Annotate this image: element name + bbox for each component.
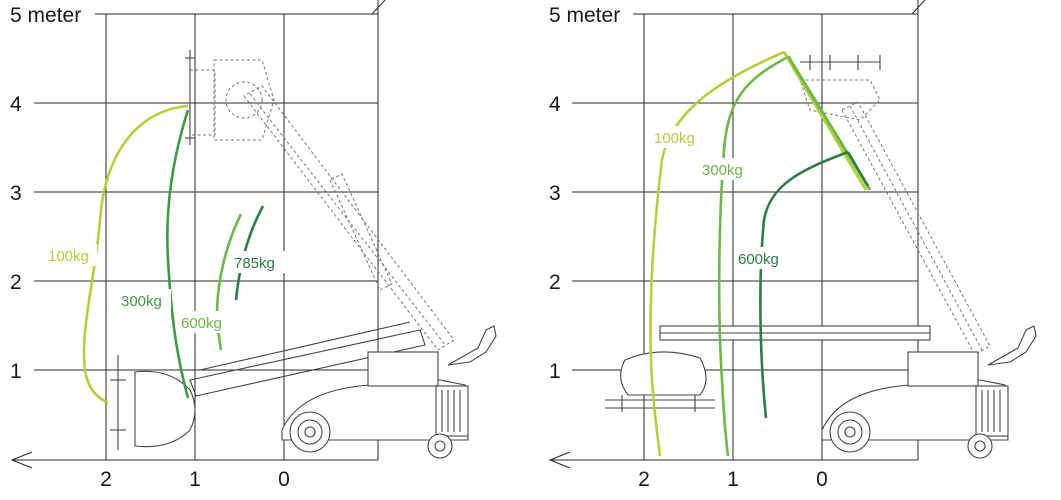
label-100kg: 100kg [48,248,89,265]
label-300kg: 300kg [121,293,162,310]
curve-100kg [649,50,785,457]
boom-highlight-light [782,51,868,191]
x-tick-2: 2 [100,468,112,491]
right-curve-labels: 100kg 300kg 600kg [651,126,789,269]
y-tick-4: 4 [10,93,22,116]
x-tick-0: 0 [816,468,828,491]
label-300kg: 300kg [702,162,743,179]
right-machine-illustration [605,55,1037,459]
axis-arrow-up [911,0,926,15]
left-x-tick-labels: 2 1 0 [100,468,290,491]
curve-785kg [234,205,265,301]
axis-arrow-left [10,451,33,469]
x-tick-1: 1 [727,468,739,491]
curve-600kg [759,150,849,419]
y-tick-4: 4 [549,93,561,116]
left-panel: 5 meter 4 3 2 1 2 1 0 [10,0,497,491]
y-tick-2: 2 [549,271,561,294]
curve-300kg [717,56,787,457]
y-tick-3: 3 [10,182,22,205]
left-grid [10,0,386,469]
label-600kg: 600kg [181,315,222,332]
left-capacity-curves [82,104,265,405]
y-tick-5-meter: 5 meter [549,4,620,27]
boom-highlight-dark [846,151,870,187]
y-tick-3: 3 [549,182,561,205]
x-tick-0: 0 [278,468,290,491]
right-panel: 5 meter 4 3 2 1 2 1 0 [548,0,1037,491]
y-tick-5-meter: 5 meter [10,4,81,27]
x-tick-1: 1 [189,468,201,491]
y-tick-1: 1 [549,360,561,383]
curve-600kg [215,213,243,351]
axis-arrow-up [371,0,386,15]
curve-300kg [166,109,190,399]
right-y-tick-labels: 5 meter 4 3 2 1 [549,4,620,383]
y-tick-1: 1 [10,360,22,383]
curve-100kg [82,104,189,405]
label-785kg: 785kg [234,255,275,272]
x-tick-2: 2 [638,468,650,491]
y-tick-2: 2 [10,271,22,294]
label-600kg: 600kg [738,251,779,268]
left-curve-labels: 100kg 300kg 600kg 785kg [45,244,285,333]
right-x-tick-labels: 2 1 0 [638,468,828,491]
axis-arrow-left [548,451,571,469]
right-capacity-curves [649,50,872,457]
left-y-tick-labels: 5 meter 4 3 2 1 [10,4,81,383]
left-machine-illustration [110,50,497,459]
label-100kg: 100kg [654,130,695,147]
